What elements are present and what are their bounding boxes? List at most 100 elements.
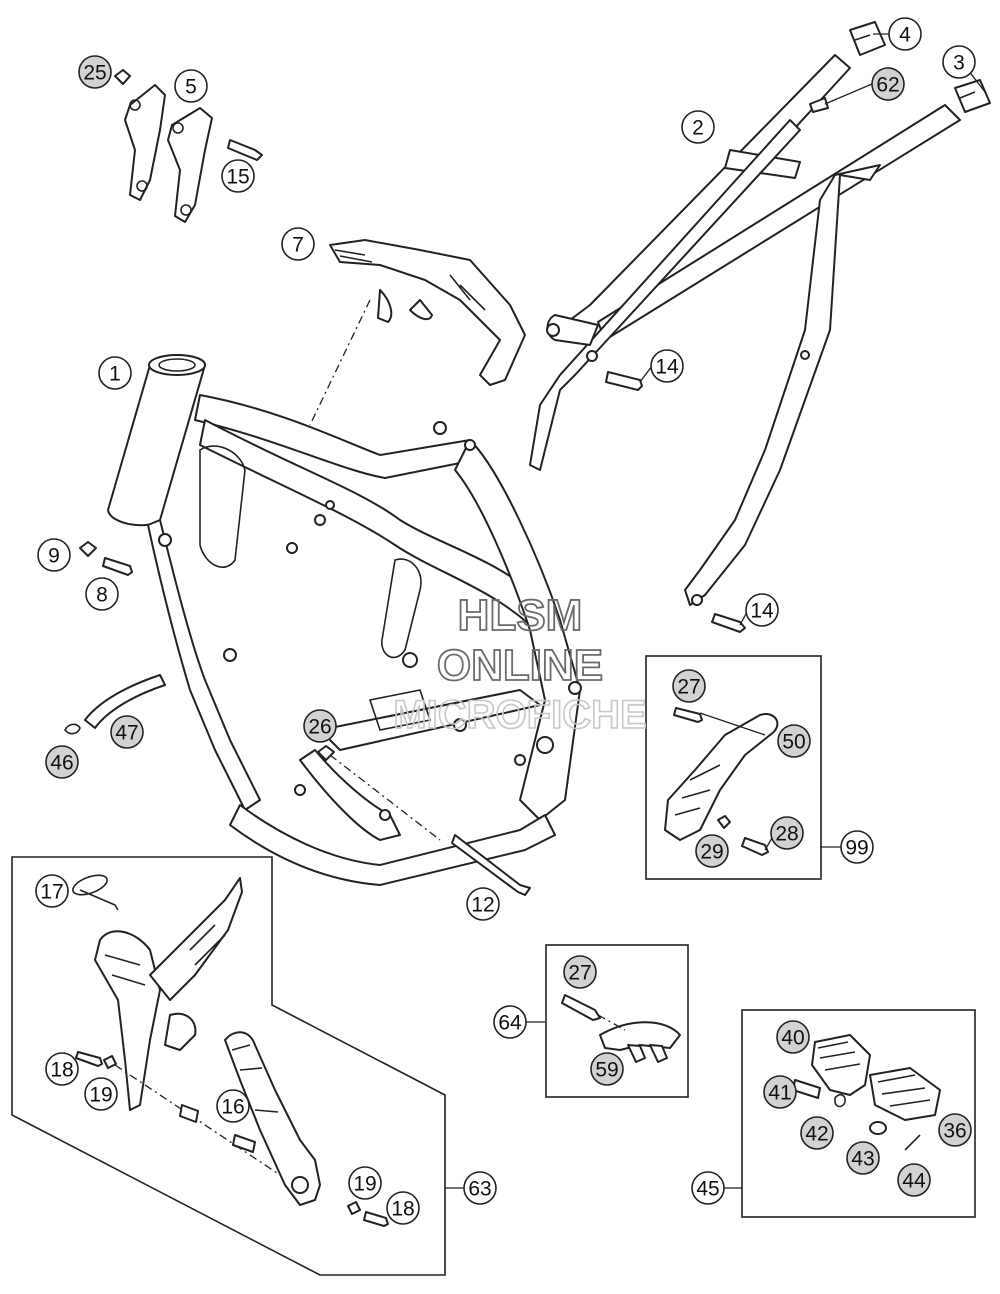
washer-43	[869, 1121, 887, 1135]
watermark: HLSM ONLINE MICROFICHE	[393, 590, 648, 738]
callout-circle	[777, 724, 811, 758]
callout-17: 17	[35, 874, 69, 908]
callout-5: 5	[174, 69, 208, 103]
callout-circle	[386, 1191, 420, 1225]
callout-circle	[691, 1171, 725, 1205]
callout-19-right: 19	[348, 1166, 382, 1200]
callout-label: 40	[781, 1027, 804, 1050]
callout-label: 4	[899, 24, 911, 47]
callout-16: 16	[216, 1089, 250, 1123]
callout-18-right: 18	[386, 1191, 420, 1225]
callout-14-lower: 14	[745, 593, 779, 627]
callout-circle	[78, 55, 112, 89]
callout-circle	[695, 834, 729, 868]
callout-41: 41	[763, 1075, 797, 1109]
watermark-line-2: ONLINE	[437, 641, 603, 690]
callout-label: 14	[750, 600, 774, 623]
cable-tie-17	[72, 874, 119, 911]
callout-45: 45	[691, 1171, 725, 1205]
frame-plug-4	[849, 21, 886, 56]
callout-47: 47	[110, 715, 144, 749]
callout-circle	[221, 159, 255, 193]
callout-label: 26	[308, 716, 331, 739]
bolt-18-left	[75, 1051, 103, 1067]
cotter-pin-44	[904, 1134, 921, 1151]
rear-subframe	[529, 54, 961, 606]
sleeve-8	[102, 557, 133, 576]
box-63	[11, 856, 446, 1276]
callout-circle	[281, 227, 315, 261]
callout-3: 3	[942, 45, 976, 79]
callout-circle	[871, 67, 905, 101]
callout-36: 36	[938, 1113, 972, 1147]
callout-label: 63	[468, 1178, 491, 1201]
callout-label: 28	[775, 823, 798, 846]
callout-circle	[110, 715, 144, 749]
callout-44: 44	[897, 1163, 931, 1197]
bolt-27-b	[561, 994, 601, 1021]
callout-59: 59	[590, 1052, 624, 1086]
engine-brackets	[124, 84, 213, 223]
chain-guide-50	[664, 713, 779, 841]
callout-label: 41	[768, 1082, 791, 1105]
callout-7: 7	[281, 227, 315, 261]
spring-42	[834, 1093, 846, 1108]
chain-slider-59	[599, 1021, 681, 1063]
callout-12: 12	[466, 887, 500, 921]
bolt-15	[227, 139, 263, 161]
hose-47	[84, 674, 166, 729]
callout-label: 64	[498, 1012, 522, 1035]
callout-circle	[303, 709, 337, 743]
callout-25: 25	[78, 55, 112, 89]
callout-circle	[45, 1052, 79, 1086]
clamp-46	[64, 723, 81, 735]
callout-label: 19	[89, 1084, 112, 1107]
callout-circle	[216, 1089, 250, 1123]
bolt-27	[673, 707, 703, 723]
callout-label: 50	[782, 731, 805, 754]
frame-protector-right	[224, 1031, 321, 1206]
callout-circle	[776, 1020, 810, 1054]
callout-4: 4	[888, 17, 922, 51]
leader-lines	[445, 33, 986, 1189]
spacer-a	[179, 1104, 199, 1123]
callout-circle	[672, 669, 706, 703]
callouts: 1 2 3 4 5 7 8 9 12 14 14 15 16 17 18 18 …	[35, 17, 976, 1225]
washer-19-left	[103, 1055, 117, 1069]
callout-label: 15	[226, 166, 249, 189]
callout-label: 62	[876, 74, 899, 97]
callout-circle	[938, 1113, 972, 1147]
callout-label: 27	[677, 676, 700, 699]
callout-8: 8	[85, 577, 119, 611]
callout-62: 62	[871, 67, 905, 101]
callout-label: 29	[700, 841, 723, 864]
callout-46: 46	[45, 745, 79, 779]
washer-19-right	[347, 1201, 361, 1215]
callout-circle	[942, 45, 976, 79]
callout-label: 8	[96, 584, 108, 607]
callout-1: 1	[98, 356, 132, 390]
callout-label: 2	[692, 117, 704, 140]
bolt-12	[451, 834, 531, 896]
callout-label: 44	[902, 1170, 926, 1193]
callout-63: 63	[463, 1171, 497, 1205]
watermark-line-3: MICROFICHE	[393, 693, 646, 737]
nut-9	[79, 541, 97, 557]
callout-circle	[174, 69, 208, 103]
callout-label: 18	[391, 1198, 414, 1221]
callout-26: 26	[303, 709, 337, 743]
callout-circle	[888, 17, 922, 51]
callout-50: 50	[777, 724, 811, 758]
callout-circle	[681, 110, 715, 144]
bolt-14-upper	[605, 371, 643, 391]
callout-circle	[45, 745, 79, 779]
callout-label: 25	[83, 62, 106, 85]
callout-circle	[846, 1141, 880, 1175]
callout-42: 42	[800, 1116, 834, 1150]
callout-label: 17	[40, 881, 63, 904]
main-frame	[107, 354, 582, 886]
callout-14-upper: 14	[650, 349, 684, 383]
nut-25	[114, 69, 131, 85]
box-64	[545, 944, 689, 1098]
